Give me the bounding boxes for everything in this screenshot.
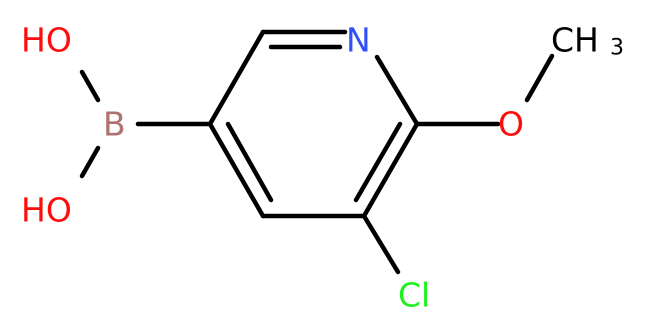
methyl-label: CH — [551, 21, 599, 60]
bond-ring-n-c6 — [374, 54, 420, 127]
methyl-subscript: 3 — [610, 36, 624, 61]
bond-boron-oh-bottom — [79, 145, 101, 179]
boron-label: B — [103, 105, 126, 144]
bond-boron-oh-top — [79, 69, 101, 103]
hydroxyl-bottom-label: HO — [21, 191, 72, 230]
hydroxyl-top-label: HO — [21, 21, 72, 60]
oxygen-label: O — [498, 105, 524, 144]
bond-ring-c1-c3-inner — [225, 121, 274, 203]
chlorine-label: Cl — [398, 276, 430, 315]
bond-ring-c6-c5-inner — [353, 121, 403, 203]
bond-chlorine — [361, 213, 401, 275]
bond-oxygen-methyl — [524, 53, 555, 103]
bond-ring-c1-c3 — [207, 121, 266, 219]
nitrogen-label: N — [346, 21, 371, 60]
bond-ring-c6-c5 — [361, 121, 420, 219]
bond-ring-c3-c4 — [207, 29, 266, 127]
